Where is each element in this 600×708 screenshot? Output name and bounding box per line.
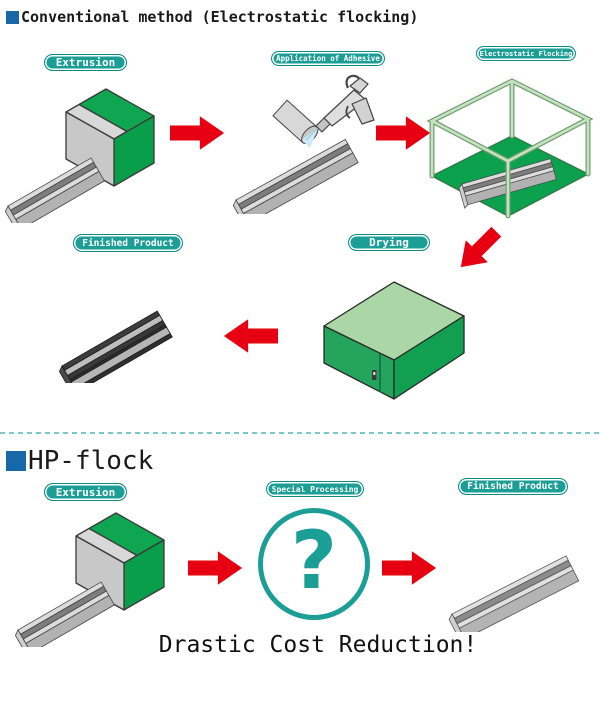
blue-square-bullet-icon (6, 451, 26, 471)
section-divider (0, 432, 600, 434)
question-mark-icon: ? (258, 508, 370, 620)
section-title-text: HP-flock (28, 446, 154, 476)
section-title-text: Conventional method (Electrostatic flock… (21, 8, 419, 26)
tagline: Drastic Cost Reduction! (158, 632, 478, 658)
step-label-extrusion: Extrusion (44, 54, 127, 71)
flocking-cage-illustration (424, 76, 594, 228)
arrow-down-left-icon (445, 217, 510, 282)
arrow-left-icon (222, 316, 278, 356)
finished-product-illustration (442, 532, 592, 646)
step-label-drying: Drying (348, 234, 430, 251)
adhesive-spray-illustration (228, 74, 378, 230)
blue-square-bullet-icon (6, 10, 19, 24)
step-label-application-of-adhesive: Application of Adhesive (271, 51, 385, 66)
section-title-conventional: Conventional method (Electrostatic flock… (6, 8, 418, 26)
arrow-right-icon (170, 113, 226, 153)
arrow-right-icon (188, 548, 244, 588)
step-label-finished-product: Finished Product (458, 478, 568, 495)
step-label-special-processing: Special Processing (266, 481, 364, 497)
arrow-right-icon (382, 548, 438, 588)
drying-oven-illustration (316, 264, 471, 404)
extrusion-die-illustration (12, 502, 187, 659)
step-label-electrostatic-flocking: Electrostatic Flocking (476, 46, 576, 61)
step-label-finished-product: Finished Product (73, 234, 183, 252)
extrusion-die-illustration (2, 78, 177, 235)
section-title-hp-flock: HP-flock (6, 446, 153, 476)
finished-product-flocked-illustration (52, 288, 197, 399)
arrow-right-icon (376, 113, 432, 153)
step-label-extrusion: Extrusion (44, 483, 127, 501)
